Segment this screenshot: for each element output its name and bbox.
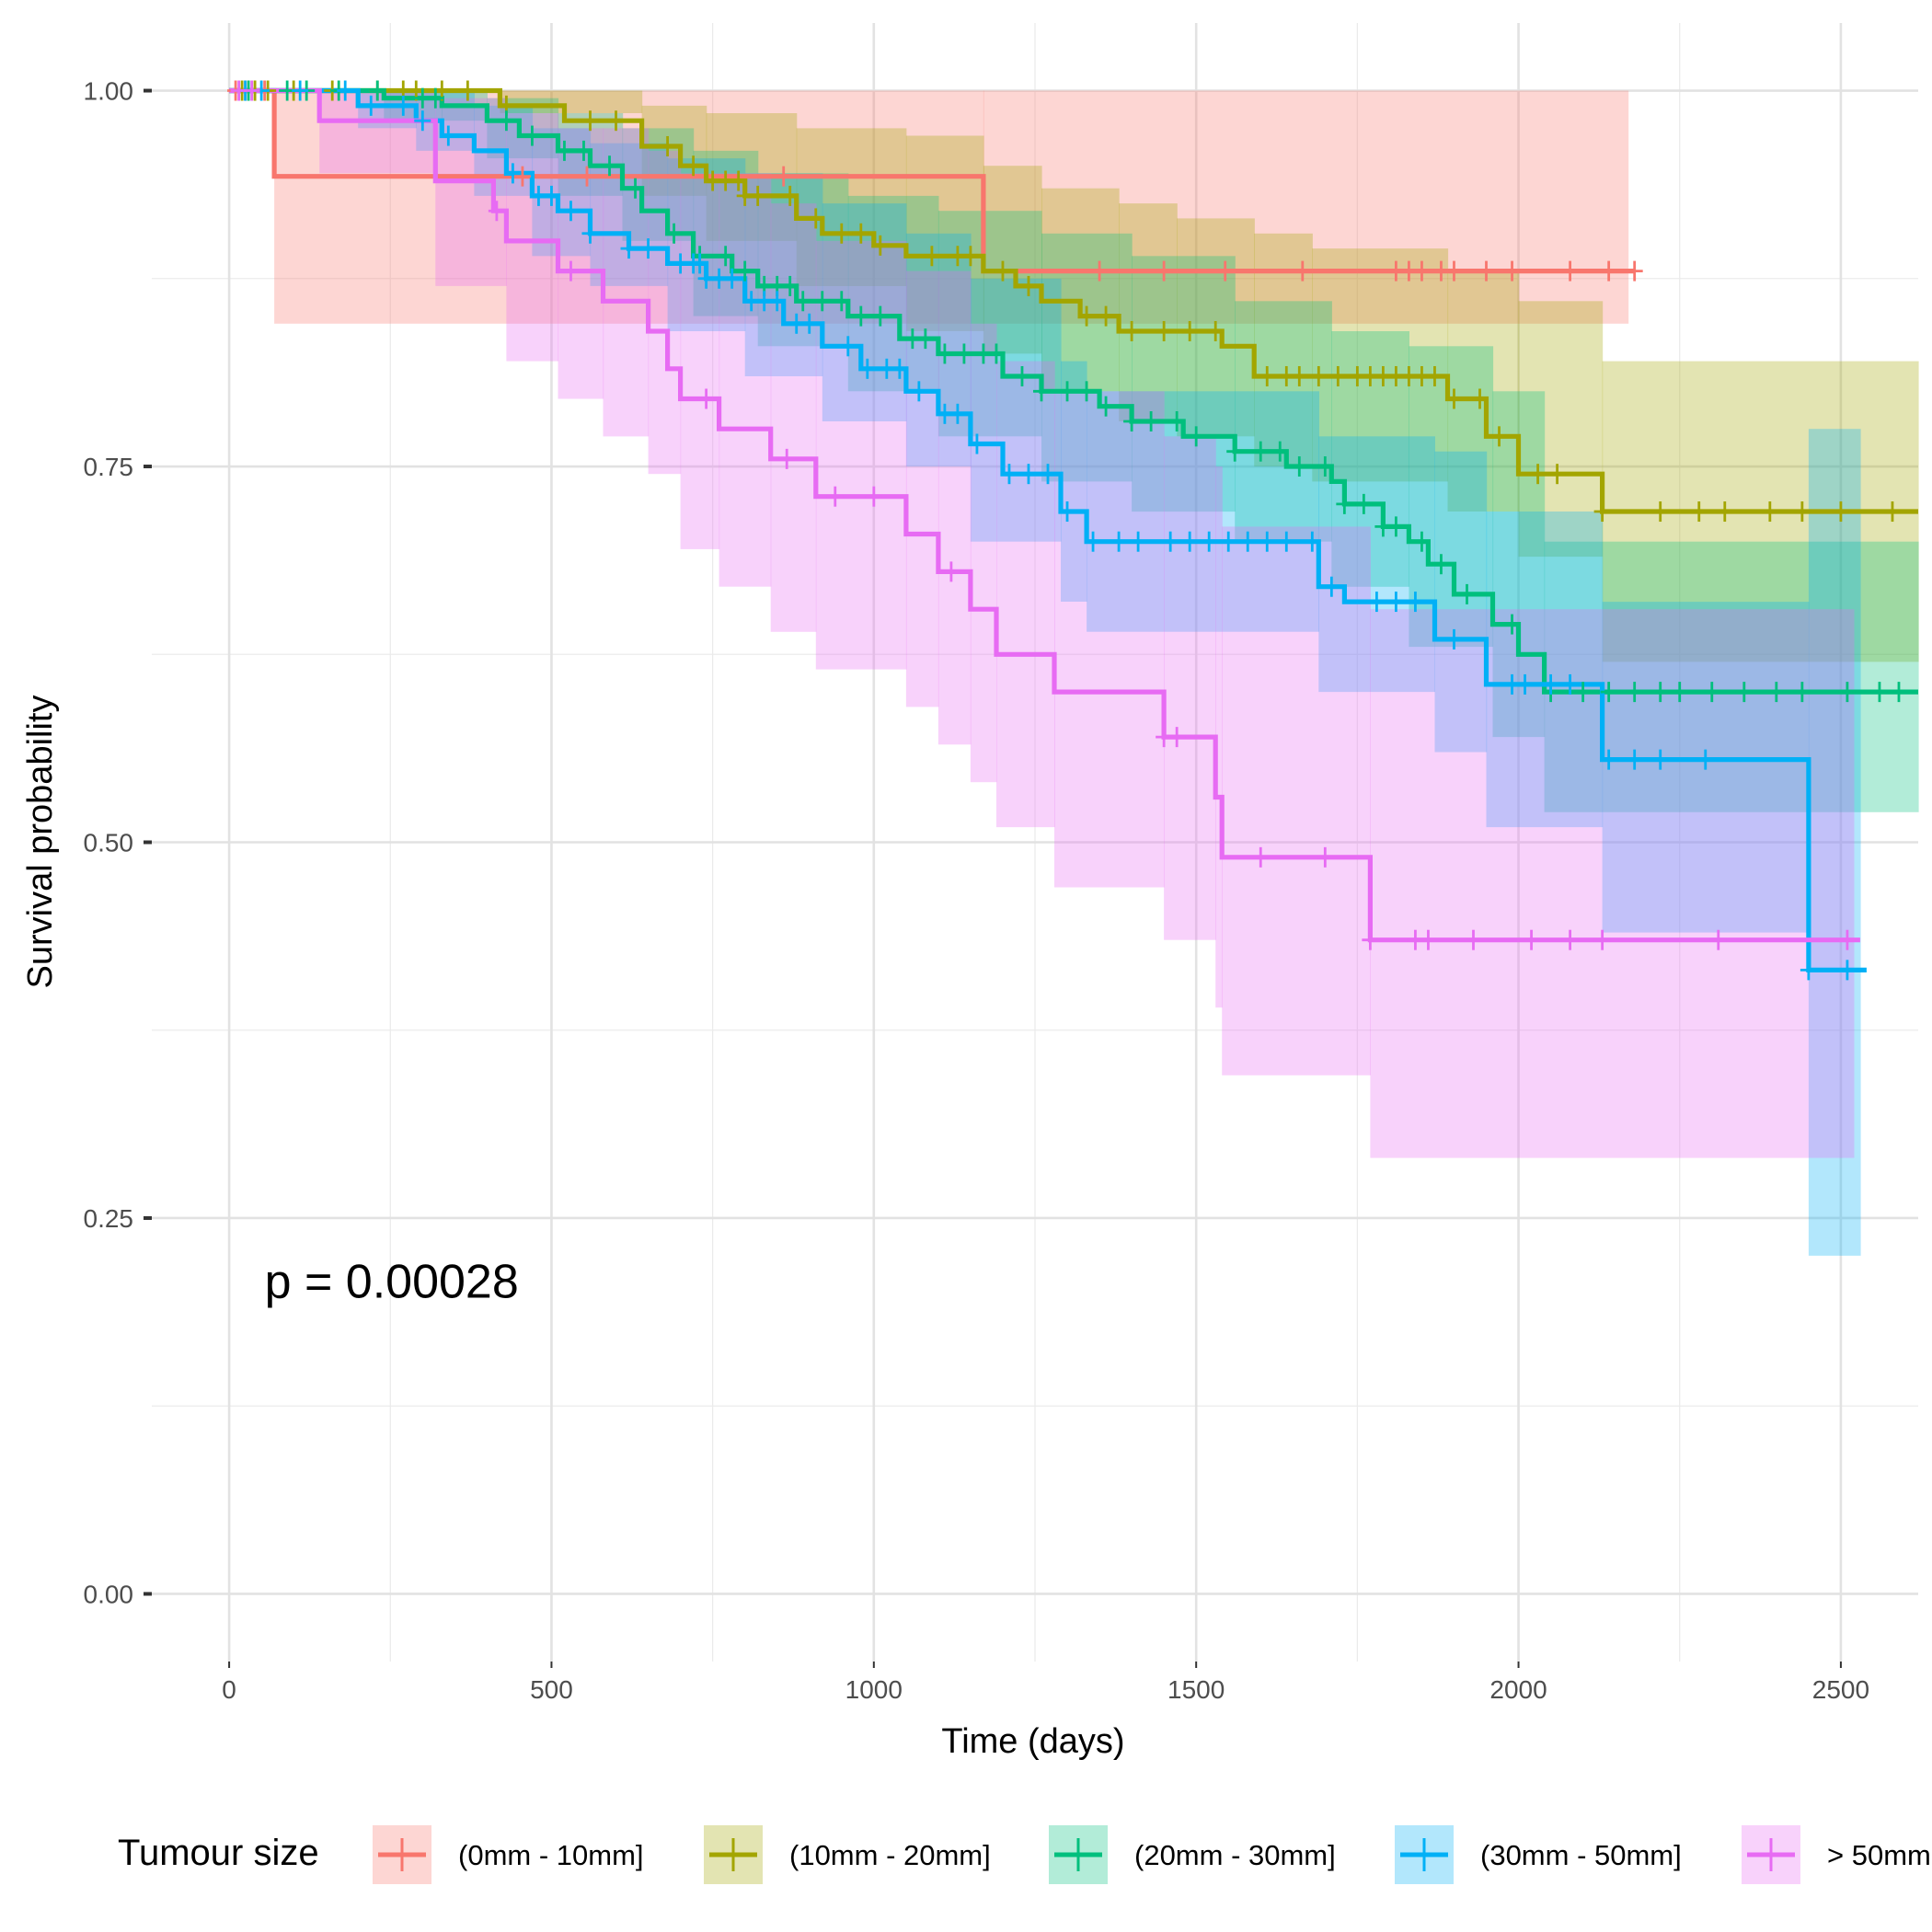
y-tick-label: 0.00 [84,1580,134,1608]
axes: 0 500 1000 1500 2000 2500 0.00 0.25 0.50 0.75 1.00 [84,77,1870,1704]
confidence-band [1041,188,1120,392]
confidence-band [937,211,1042,437]
confidence-band [1447,270,1520,512]
legend-label: (20mm - 30mm] [1134,1839,1336,1871]
confidence-band [274,90,984,324]
y-axis-title: Survival probability [21,696,60,989]
confidence-band [1235,301,1332,542]
x-tick-label: 2000 [1489,1675,1547,1704]
confidence-band [641,105,707,196]
survival-curve [229,87,1867,972]
confidence-band [719,173,772,587]
confidence-band [1087,391,1319,632]
legend: Tumour size (0mm - 10mm] (10mm - 20mm] (20… [118,1825,1931,1884]
confidence-band [558,128,604,399]
confidence-band [757,173,849,347]
confidence-band [500,90,643,113]
confidence-band [822,203,907,421]
confidence-band [603,128,650,437]
legend-label: > 50mm [1827,1839,1931,1871]
confidence-band [319,90,436,174]
confidence-bands [274,90,1919,1256]
confidence-band [1132,256,1236,512]
confidence-band [435,98,507,286]
confidence-band [983,166,1042,354]
confidence-band [970,278,1062,542]
grid-lines [152,23,1918,1662]
confidence-band [1518,301,1604,558]
confidence-band [983,90,1629,324]
confidence-band [1061,361,1087,602]
confidence-band [796,128,907,286]
x-tick-label: 500 [530,1675,573,1704]
x-tick-label: 2500 [1812,1675,1869,1704]
confidence-band [648,150,682,475]
confidence-band [996,361,1055,828]
confidence-band [667,158,746,331]
x-axis-title: Time (days) [941,1722,1124,1761]
confidence-band [1222,526,1371,1075]
y-tick-label: 1.00 [84,77,134,106]
legend-label: (0mm - 10mm] [458,1839,644,1871]
confidence-band [1164,436,1216,940]
y-tick-label: 0.50 [84,829,134,857]
x-tick-label: 1000 [845,1675,903,1704]
confidence-band [680,173,720,549]
confidence-band [506,113,559,362]
x-tick-label: 1500 [1167,1675,1225,1704]
confidence-band [970,323,997,783]
confidence-band [815,240,907,670]
confidence-band [1808,429,1861,1256]
legend-title: Tumour size [118,1833,319,1873]
legend-label: (30mm - 50mm] [1480,1839,1682,1871]
censor-marks [227,80,1907,981]
x-tick-label: 0 [222,1675,236,1704]
legend-label: (10mm - 20mm] [789,1839,991,1871]
confidence-band [1434,451,1488,753]
confidence-band [1041,233,1133,482]
confidence-band [1312,248,1449,482]
y-tick-label: 0.25 [84,1204,134,1233]
confidence-band [1318,436,1435,693]
confidence-band [770,203,817,632]
y-tick-label: 0.75 [84,453,134,481]
confidence-band [1215,466,1223,1008]
confidence-band [1054,391,1165,888]
confidence-band [905,135,984,331]
confidence-band [1370,609,1855,1158]
confidence-band [1544,541,1919,812]
confidence-band [937,270,972,745]
legend-items: (0mm - 10mm] (10mm - 20mm] (20mm - 30mm] (3… [373,1825,1931,1884]
p-value-annotation: p = 0.00028 [265,1256,519,1309]
confidence-band [487,98,559,159]
confidence-band [1119,203,1178,421]
